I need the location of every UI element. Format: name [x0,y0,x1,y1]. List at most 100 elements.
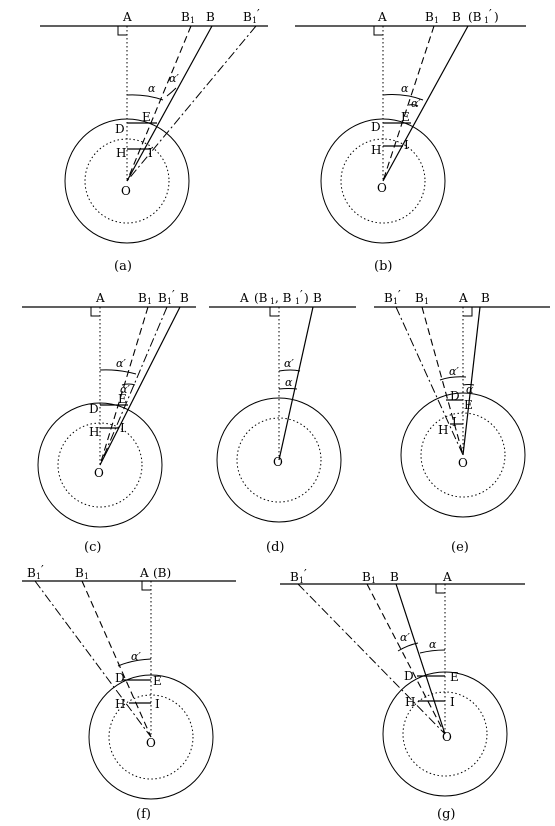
label-d: D [450,389,460,403]
label-d: D [115,122,125,136]
label-alpha-prime: α′ [131,650,141,663]
line-ob1 [81,580,152,738]
right-angle-marker [90,307,100,317]
label-b1-prime-sub: 1 [167,297,172,306]
label-alpha: α [466,383,474,396]
panel-g: B 1 ′ B 1 B A α′ α D E H I O (g) [280,567,525,822]
label-b: B [180,291,189,305]
angle-arc-alpha [462,384,475,386]
line-ob [395,583,446,735]
line-ob1 [421,306,464,456]
label-b1-sub: 1 [84,572,89,581]
label-o: O [273,455,283,469]
label-b: B [452,10,461,24]
label-d: D [404,669,414,683]
label-a: A [442,570,452,584]
label-b1-prime: B [384,291,393,305]
panel-f: B 1 ′ B 1 A (B) α′ D E H I O (f) [22,563,236,822]
label-alpha-prime: α′ [449,365,459,378]
label-b-paren-prime: ′ [489,7,492,21]
label-d-b1p-sub: 1 [295,297,300,306]
label-d-b1-sub: 1 [270,297,275,306]
line-ob1-prime [99,306,168,466]
line-ob1-prime [126,25,257,182]
angle-arc-alpha-prime [117,658,152,667]
caption-e: (e) [451,540,469,555]
angle-arc-alpha [278,388,298,390]
label-b1: B [362,570,371,584]
label-b1-sub: 1 [371,576,376,585]
label-e: E [450,670,459,684]
caption-f: (f) [136,807,151,822]
label-b1-sub: 1 [147,297,152,306]
label-b-paren-sub: 1 [484,16,489,25]
label-e: E [118,392,127,406]
label-b1: B [415,291,424,305]
caption-g: (g) [437,807,455,822]
label-h: H [115,697,125,711]
label-f-b-paren: (B) [153,566,171,580]
label-a: A [95,291,105,305]
label-d-prime: ′ [300,288,303,302]
label-h: H [89,425,99,439]
angle-arc-alpha-prime [408,104,419,107]
line-ob [382,25,469,182]
inner-circle [420,412,506,498]
label-b1-prime-mark: ′ [41,563,44,577]
line-ob [99,306,181,466]
line-ob [126,25,213,182]
label-e: E [401,110,410,124]
panel-e: B 1 ′ B 1 A B α′ α D E H I O (e) [374,288,550,555]
label-alpha-prime-upper: α′ [116,357,126,370]
angle-arc-alpha-prime [166,87,177,97]
label-e: E [142,110,151,124]
label-h: H [371,143,381,157]
label-o: O [458,456,468,470]
label-d: D [89,402,99,416]
label-b1: B [138,291,147,305]
label-h: H [438,423,448,437]
panel-b: A B 1 B (B 1 ′ ) α α′ D E H I O (b) [295,7,526,274]
label-d-close: ) [304,291,309,305]
label-e: E [464,398,473,412]
label-a: A [458,291,468,305]
label-b1-prime-mark: ′ [304,567,307,581]
angle-arc-alpha-prime [439,376,467,381]
label-a: A [122,10,132,24]
angle-arc-alpha-prime [278,369,301,372]
label-alpha-prime: α′ [169,72,179,85]
line-ob1 [382,25,435,182]
caption-c: (c) [84,540,101,555]
right-angle-marker [117,26,127,36]
outer-circle [400,392,526,518]
line-ob [462,306,481,456]
label-o: O [121,184,131,198]
outer-circle [88,674,214,800]
label-o: O [377,181,387,195]
label-b: B [481,291,490,305]
label-h: H [116,146,126,160]
label-o: O [146,736,156,750]
label-a: A [377,10,387,24]
right-angle-marker [141,581,151,591]
label-i: I [120,421,125,435]
angle-arc-alpha-prime [121,383,136,386]
label-alpha-prime: α′ [411,97,421,110]
label-alpha: α [429,638,437,651]
label-a: A [139,566,149,580]
label-b-paren: (B [468,10,482,24]
angle-arc-alpha [126,94,164,101]
label-b1-prime: B [27,566,36,580]
label-d-open: (B [254,291,268,305]
label-b1-sub: 1 [424,297,429,306]
outer-circle [216,397,342,523]
label-a: A [239,291,249,305]
label-b1-prime-mark: ′ [398,288,401,302]
inner-circle [57,422,143,508]
label-b1-prime-mark: ′ [257,7,260,21]
caption-b: (b) [374,259,392,274]
inner-circle [340,138,426,224]
panel-c: A B 1 B 1 ′ B α′ α′ D E H I O (c) [22,288,196,555]
label-b: B [390,570,399,584]
